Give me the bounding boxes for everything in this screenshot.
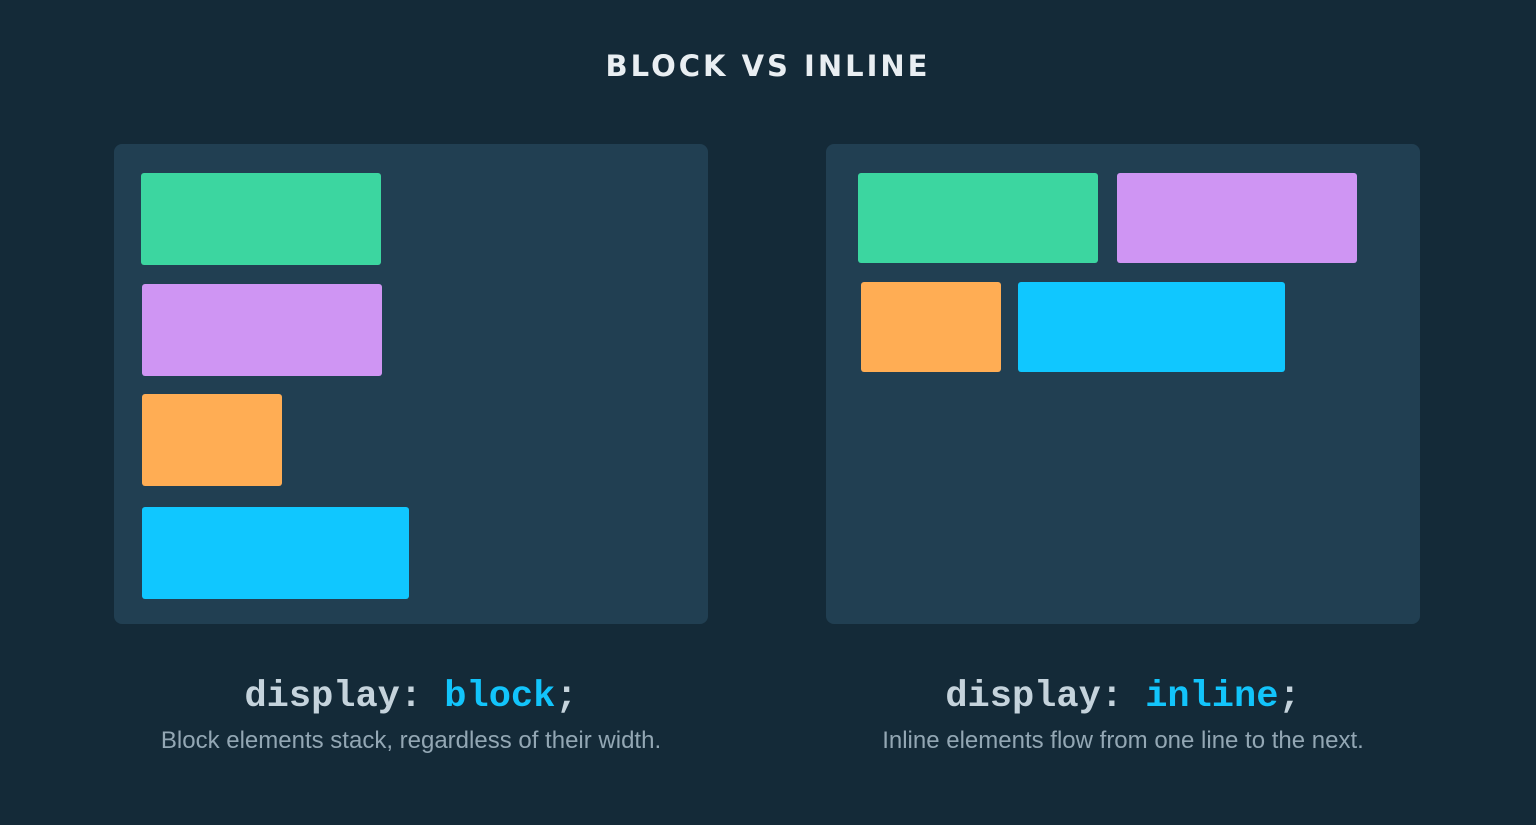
block-panel bbox=[114, 144, 708, 624]
inline-code: display: inline; bbox=[826, 672, 1420, 722]
inline-box-purple bbox=[1117, 173, 1357, 263]
inline-code-semicolon: ; bbox=[1278, 676, 1301, 718]
inline-caption: display: inline; Inline elements flow fr… bbox=[826, 672, 1420, 758]
block-box-purple bbox=[142, 284, 382, 376]
inline-box-orange bbox=[861, 282, 1001, 372]
block-box-green bbox=[141, 173, 381, 265]
inline-description: Inline elements flow from one line to th… bbox=[882, 727, 1364, 754]
block-box-orange bbox=[142, 394, 282, 486]
block-description: Block elements stack, regardless of thei… bbox=[160, 727, 662, 754]
inline-panel bbox=[826, 144, 1420, 624]
inline-box-blue bbox=[1018, 282, 1285, 372]
diagram-title: BLOCK VS INLINE bbox=[605, 49, 931, 83]
inline-code-property: display: bbox=[945, 676, 1146, 718]
block-caption: display: block; Block elements stack, re… bbox=[114, 672, 708, 758]
block-code: display: block; bbox=[114, 672, 708, 722]
block-code-semicolon: ; bbox=[555, 676, 578, 718]
block-box-blue bbox=[142, 507, 409, 599]
block-code-value: block bbox=[444, 676, 556, 718]
block-code-property: display: bbox=[244, 676, 445, 718]
inline-box-green bbox=[858, 173, 1098, 263]
inline-code-value: inline bbox=[1145, 676, 1279, 718]
